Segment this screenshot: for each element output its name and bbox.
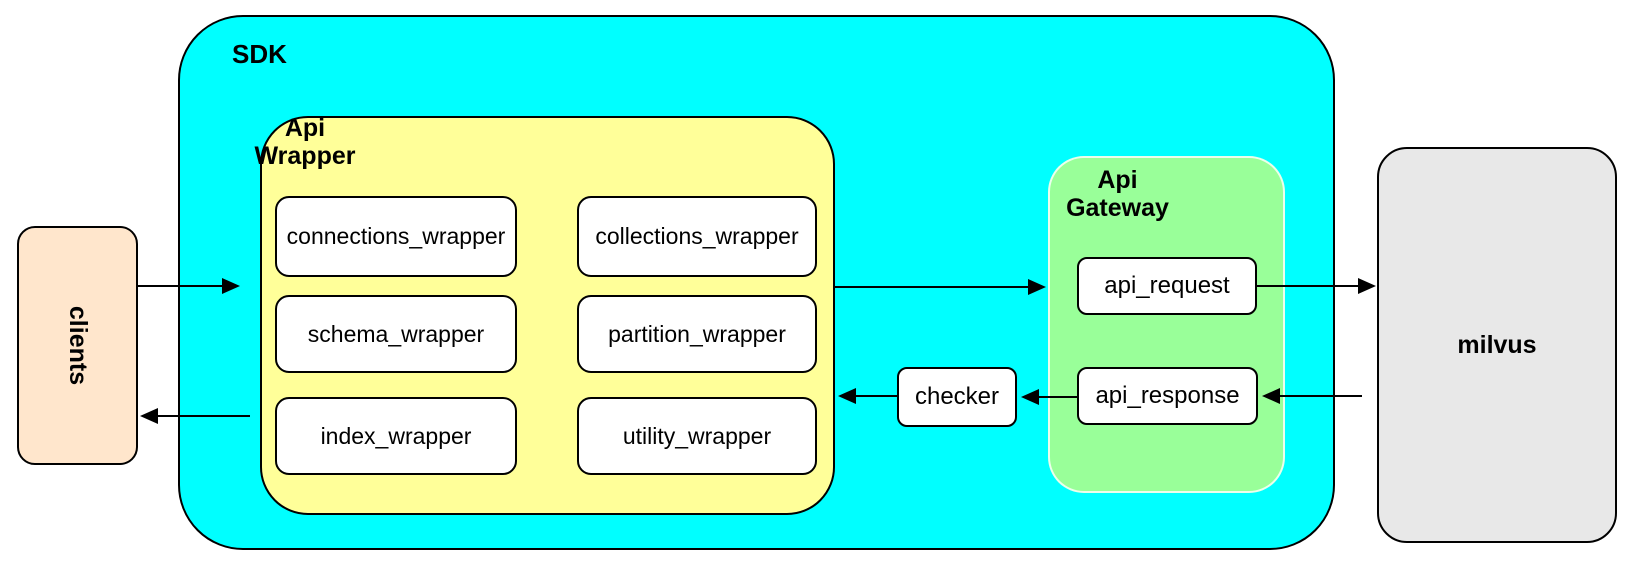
wrapper-box-partition: partition_wrapper bbox=[577, 295, 817, 373]
api-response-node: api_response bbox=[1077, 367, 1258, 425]
milvus-label: milvus bbox=[1457, 330, 1537, 359]
wrapper-box-connections-label: connections_wrapper bbox=[286, 223, 506, 249]
milvus-node: milvus bbox=[1377, 147, 1617, 543]
arrow-shaft bbox=[1037, 396, 1077, 398]
arrowhead-left-icon bbox=[1262, 388, 1280, 404]
api-response-label: api_response bbox=[1095, 382, 1240, 409]
api-wrapper-label-line1: Api bbox=[284, 114, 326, 142]
arrowhead-right-icon bbox=[1358, 278, 1376, 294]
api-gateway-container bbox=[1048, 156, 1285, 493]
arrowhead-left-icon bbox=[1021, 389, 1039, 405]
api-request-label: api_request bbox=[1104, 272, 1230, 299]
clients-label: clients bbox=[63, 305, 92, 386]
api-request-node: api_request bbox=[1077, 257, 1257, 315]
api-gateway-label-line1: Api bbox=[1097, 166, 1138, 194]
wrapper-box-schema: schema_wrapper bbox=[275, 295, 517, 373]
sdk-label: SDK bbox=[232, 39, 287, 69]
clients-node: clients bbox=[17, 226, 138, 465]
api-wrapper-label-line2: Wrapper bbox=[254, 142, 356, 170]
wrapper-box-utility: utility_wrapper bbox=[577, 397, 817, 475]
arrow-shaft bbox=[1257, 285, 1360, 287]
arrow-shaft bbox=[1278, 395, 1362, 397]
checker-node: checker bbox=[897, 367, 1017, 427]
wrapper-box-index-label: index_wrapper bbox=[320, 422, 472, 449]
checker-label: checker bbox=[914, 383, 1000, 410]
wrapper-box-connections: connections_wrapper bbox=[275, 196, 517, 277]
wrapper-box-partition-label: partition_wrapper bbox=[608, 320, 786, 347]
wrapper-box-utility-label: utility_wrapper bbox=[622, 422, 772, 449]
wrapper-box-schema-label: schema_wrapper bbox=[307, 320, 485, 347]
arrowhead-right-icon bbox=[222, 278, 240, 294]
arrow-shaft bbox=[156, 415, 250, 417]
arrowhead-left-icon bbox=[140, 408, 158, 424]
arrow-shaft bbox=[835, 286, 1030, 288]
api-gateway-label-line2: Gateway bbox=[1066, 194, 1169, 222]
arrow-shaft bbox=[138, 285, 224, 287]
arrowhead-right-icon bbox=[1028, 279, 1046, 295]
arrow-shaft bbox=[854, 395, 897, 397]
arrowhead-left-icon bbox=[838, 388, 856, 404]
wrapper-box-index: index_wrapper bbox=[275, 397, 517, 475]
wrapper-box-collections-label: collections_wrapper bbox=[595, 223, 799, 249]
wrapper-box-collections: collections_wrapper bbox=[577, 196, 817, 277]
